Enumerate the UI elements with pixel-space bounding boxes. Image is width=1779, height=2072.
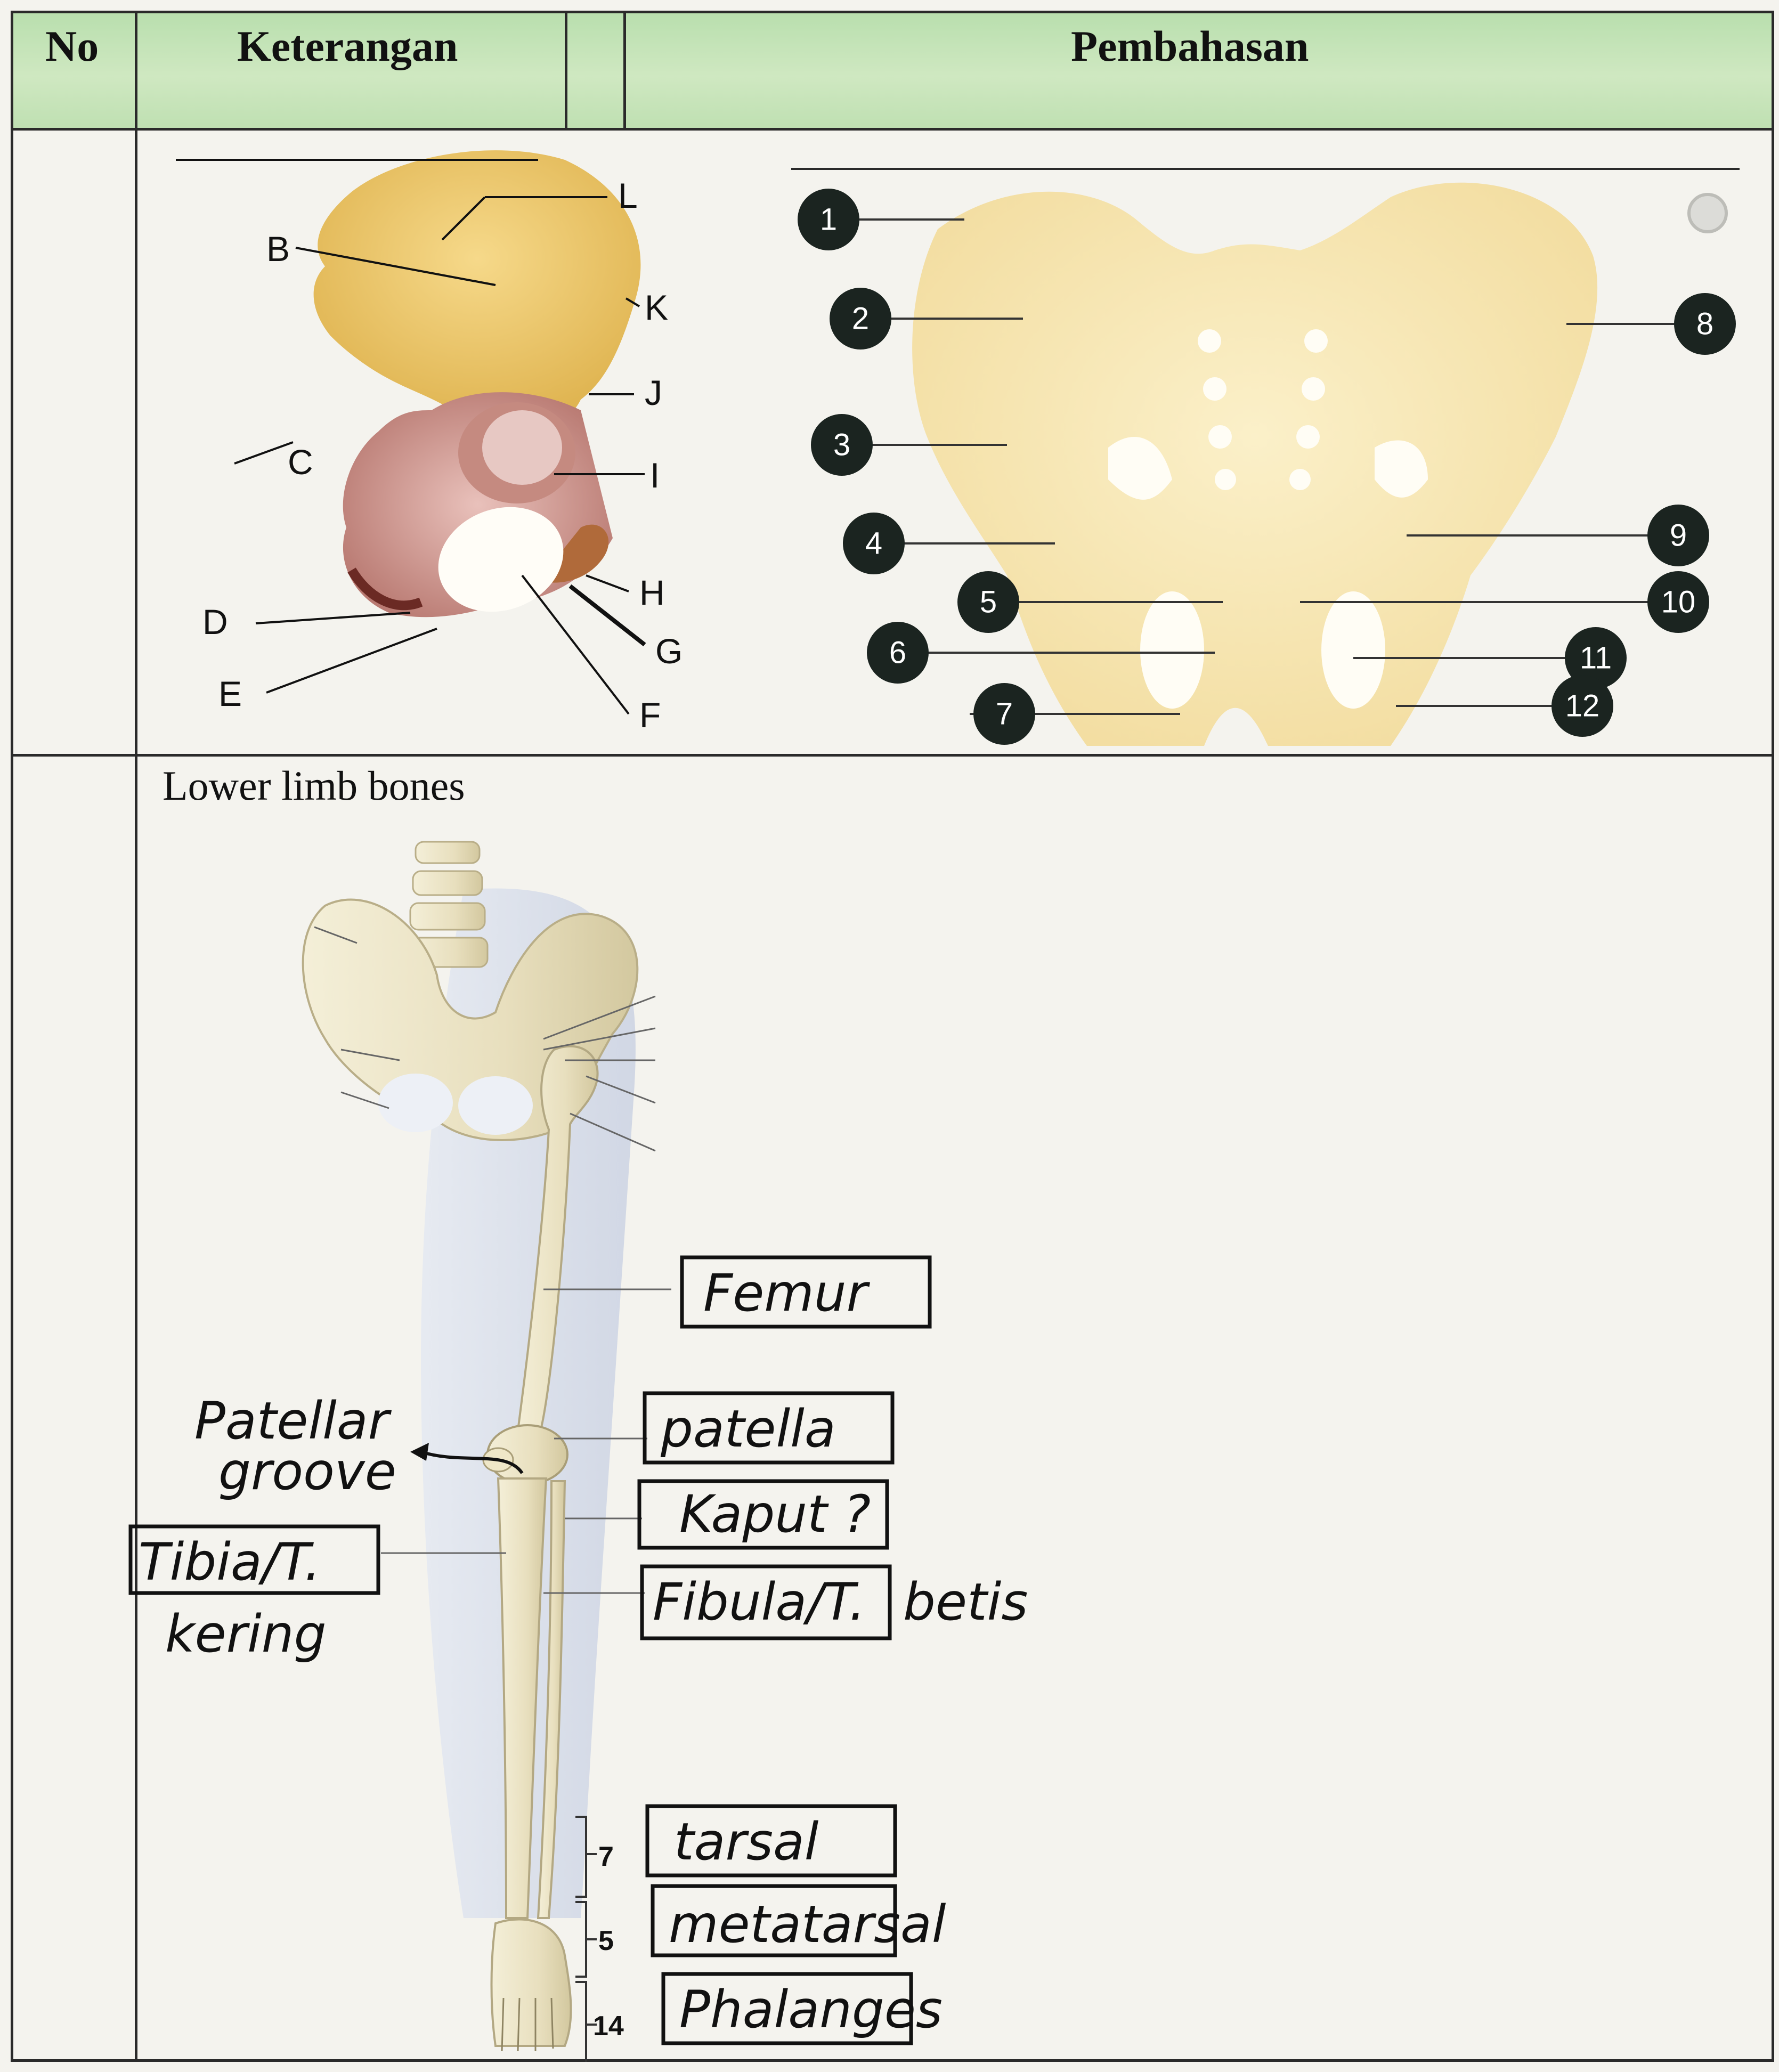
answer-fibula: Fibula/T. <box>653 1572 865 1632</box>
answer-patella: patella <box>660 1399 836 1459</box>
answer-patellar-groove-2: groove <box>218 1442 396 1501</box>
answer-kaput: Kaput ? <box>679 1484 871 1544</box>
answer-tarsal: tarsal <box>674 1812 819 1872</box>
answer-fibula-betis: betis <box>903 1572 1028 1632</box>
answer-tibia-2: kering <box>165 1604 327 1664</box>
answer-tibia-1: Tibia/T. <box>139 1532 321 1592</box>
answer-phalanges: Phalanges <box>679 1980 943 2040</box>
answer-femur: Femur <box>703 1263 871 1323</box>
answer-metatarsal: metatarsal <box>669 1895 946 1954</box>
